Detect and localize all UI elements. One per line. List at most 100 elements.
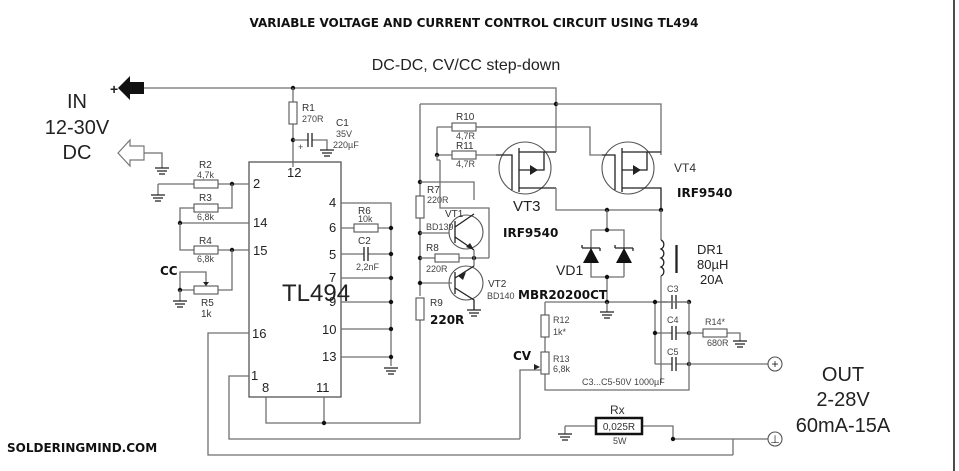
r8-ref: R8 (426, 243, 439, 254)
r4-value: 6,8k (197, 254, 215, 264)
output-ground-sign: ⊥ (770, 434, 780, 446)
ground-icon (467, 309, 481, 317)
rx-ref: Rx (610, 403, 625, 417)
r8-value: 220R (426, 264, 448, 274)
inductor-dr1 (659, 239, 665, 277)
mosfet-vt4 (601, 141, 655, 195)
shunt-resistor-rx (594, 416, 644, 436)
r6-value: 10k (358, 214, 373, 224)
output-voltage: 2-28V (816, 389, 870, 411)
resistor-r1 (288, 101, 298, 125)
c2-ref: C2 (358, 236, 371, 247)
subtitle: DC-DC, CV/CC step-down (372, 57, 560, 74)
ground-icon (384, 367, 398, 375)
r4-ref: R4 (199, 236, 212, 247)
wire-vin-rail (144, 87, 557, 104)
resistor-r4 (193, 245, 219, 255)
vd1-ref: VD1 (556, 262, 583, 278)
r10-value: 4,7R (456, 131, 476, 141)
r9-ref: R9 (430, 298, 443, 309)
resistor-r11 (451, 150, 477, 160)
r1-ref: R1 (302, 103, 315, 114)
r7-ref: R7 (427, 185, 440, 196)
r5-value: 1k (201, 309, 213, 320)
resistor-r9 (415, 297, 425, 321)
r3-value: 6,8k (197, 212, 215, 222)
r14-ref: R14* (705, 317, 726, 327)
vt3-value: IRF9540 (503, 226, 558, 240)
input-label: IN (67, 91, 87, 113)
ground-icon (151, 194, 165, 202)
pin-5: 5 (329, 247, 336, 262)
input-type: DC (63, 142, 92, 164)
potentiometer-r5[interactable] (193, 285, 219, 295)
potentiometer-r13[interactable] (540, 351, 550, 375)
output-plus-terminal[interactable] (767, 356, 783, 372)
ground-icon (558, 433, 572, 441)
c1-voltage: 35V (336, 129, 352, 139)
pin-6: 6 (329, 220, 336, 235)
ground-icon (173, 300, 187, 308)
vt1-ref: VT1 (445, 209, 464, 220)
r13-ref: R13 (553, 354, 570, 364)
r10-ref: R10 (456, 112, 475, 123)
caps-note: C3...C5-50V 1000µF (582, 377, 665, 387)
r3-ref: R3 (199, 193, 212, 204)
pin-10: 10 (322, 322, 336, 337)
input-plus-arrow-icon (118, 76, 144, 100)
c2-value: 2,2nF (356, 262, 380, 272)
vd1-value: MBR20200CT (518, 288, 608, 302)
r7-value: 220R (427, 195, 449, 205)
r2-value: 4,7k (197, 170, 215, 180)
diode-vd1-a (583, 248, 599, 263)
r11-value: 4,7R (456, 159, 476, 169)
r12-ref: R12 (553, 315, 570, 325)
r6-ref: R6 (358, 206, 371, 217)
r13-value: 6,8k (553, 364, 571, 374)
capacitor-c2 (363, 247, 369, 261)
capacitor-c1 (307, 133, 313, 147)
pin-15: 15 (253, 243, 267, 258)
vt4-value: IRF9540 (677, 186, 732, 200)
diode-vd1-b (616, 248, 632, 263)
c3-ref: C3 (667, 284, 679, 294)
dr1-current: 20A (700, 272, 723, 287)
c1-value: 220µF (333, 140, 359, 150)
vt1-value: BD139 (426, 222, 454, 232)
output-current: 60mA-15A (796, 415, 891, 437)
resistor-r3 (193, 203, 219, 213)
pin-14: 14 (253, 215, 267, 230)
r14-value: 680R (707, 338, 729, 348)
resistor-r6 (353, 223, 379, 233)
resistor-r14 (702, 328, 728, 338)
resistor-r12 (540, 314, 550, 338)
pin-8: 8 (262, 380, 269, 395)
vt2-ref: VT2 (488, 279, 507, 290)
ic-tl494 (248, 161, 342, 398)
capacitor-c5 (671, 357, 677, 371)
input-plus-sign: + (110, 81, 118, 97)
ground-icon (155, 167, 169, 175)
dr1-value: 80µH (697, 257, 728, 272)
ground-icon (733, 340, 747, 348)
resistor-r2 (193, 179, 219, 189)
cc-label: CC (160, 264, 178, 278)
input-minus-arrow-icon (117, 138, 145, 168)
dr1-ref: DR1 (697, 242, 723, 257)
rx-power: 5W (613, 436, 627, 446)
ic-name: TL494 (282, 280, 350, 307)
resistor-r8 (434, 253, 460, 263)
rx-value: 0,025R (603, 422, 635, 433)
output-ground-terminal[interactable] (767, 431, 783, 447)
resistor-r7 (415, 195, 425, 219)
pin-1: 1 (251, 368, 258, 383)
pin-16: 16 (252, 326, 266, 341)
capacitor-c4 (671, 326, 677, 340)
mosfet-vt3 (498, 141, 552, 195)
vt3-ref: VT3 (513, 198, 541, 215)
r12-value: 1k* (553, 327, 567, 337)
pin-7: 7 (329, 270, 336, 285)
r9-value: 220R (430, 313, 464, 327)
wire-gnd-in (144, 152, 163, 168)
